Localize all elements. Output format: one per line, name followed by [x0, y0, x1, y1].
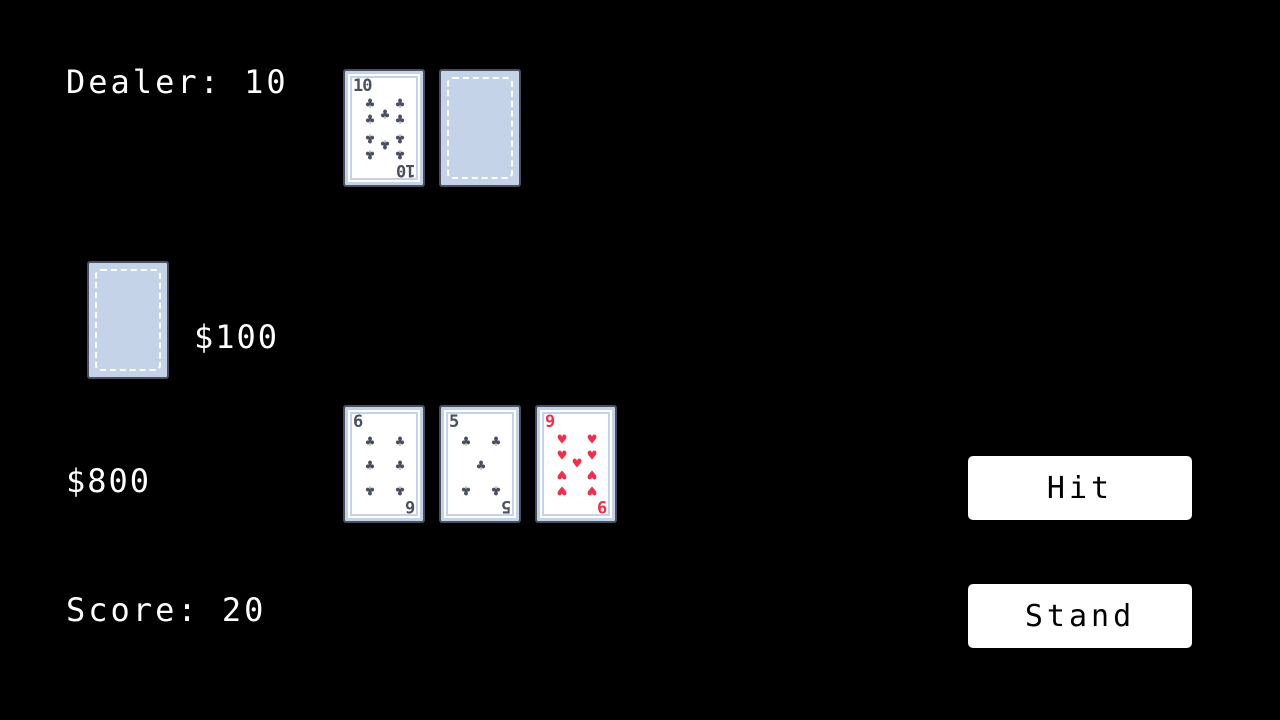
hearts-icon: ♥ [557, 430, 567, 449]
clubs-icon: ♣ [395, 129, 405, 148]
card-rank: 6 [353, 412, 363, 432]
hearts-icon: ♥ [572, 454, 582, 473]
clubs-icon: ♣ [365, 110, 375, 129]
clubs-icon: ♣ [380, 135, 390, 154]
card-rank: 5 [501, 496, 511, 516]
clubs-icon: ♣ [476, 456, 486, 475]
hearts-icon: ♥ [587, 430, 597, 449]
card-rank: 10 [396, 160, 415, 180]
hearts-icon: ♥ [587, 481, 597, 500]
hearts-icon: ♥ [557, 446, 567, 465]
clubs-icon: ♣ [491, 432, 501, 451]
clubs-icon: ♣ [365, 456, 375, 475]
card-rank: 9 [597, 496, 607, 516]
hearts-icon: ♥ [587, 446, 597, 465]
card-back-pattern [447, 77, 513, 179]
clubs-icon: ♣ [380, 105, 390, 124]
bet-amount: $100 [194, 318, 280, 356]
dealer-score-label: Dealer: 10 [66, 63, 289, 101]
hit-button[interactable]: Hit [968, 456, 1192, 520]
hearts-icon: ♥ [557, 465, 567, 484]
clubs-icon: ♣ [395, 432, 405, 451]
clubs-icon: ♣ [491, 481, 501, 500]
clubs-icon: ♣ [365, 432, 375, 451]
card-back [87, 261, 169, 379]
clubs-icon: ♣ [461, 481, 471, 500]
card-back [439, 69, 521, 187]
player-score-label: Score: 20 [66, 591, 267, 629]
bank-balance: $800 [66, 462, 152, 500]
card-rank: 10 [353, 76, 373, 96]
clubs-icon: ♣ [461, 432, 471, 451]
clubs-icon: ♣ [365, 145, 375, 164]
hearts-icon: ♥ [557, 481, 567, 500]
hearts-icon: ♥ [587, 465, 597, 484]
card-rank: 6 [405, 496, 415, 516]
clubs-icon: ♣ [365, 481, 375, 500]
clubs-icon: ♣ [365, 94, 375, 113]
clubs-icon: ♣ [365, 129, 375, 148]
card-rank: 9 [545, 412, 555, 432]
clubs-icon: ♣ [395, 110, 405, 129]
clubs-icon: ♣ [395, 481, 405, 500]
clubs-icon: ♣ [395, 94, 405, 113]
clubs-icon: ♣ [395, 145, 405, 164]
stand-button[interactable]: Stand [968, 584, 1192, 648]
card-rank: 5 [449, 412, 459, 432]
card-back-pattern [95, 269, 161, 371]
clubs-icon: ♣ [395, 456, 405, 475]
